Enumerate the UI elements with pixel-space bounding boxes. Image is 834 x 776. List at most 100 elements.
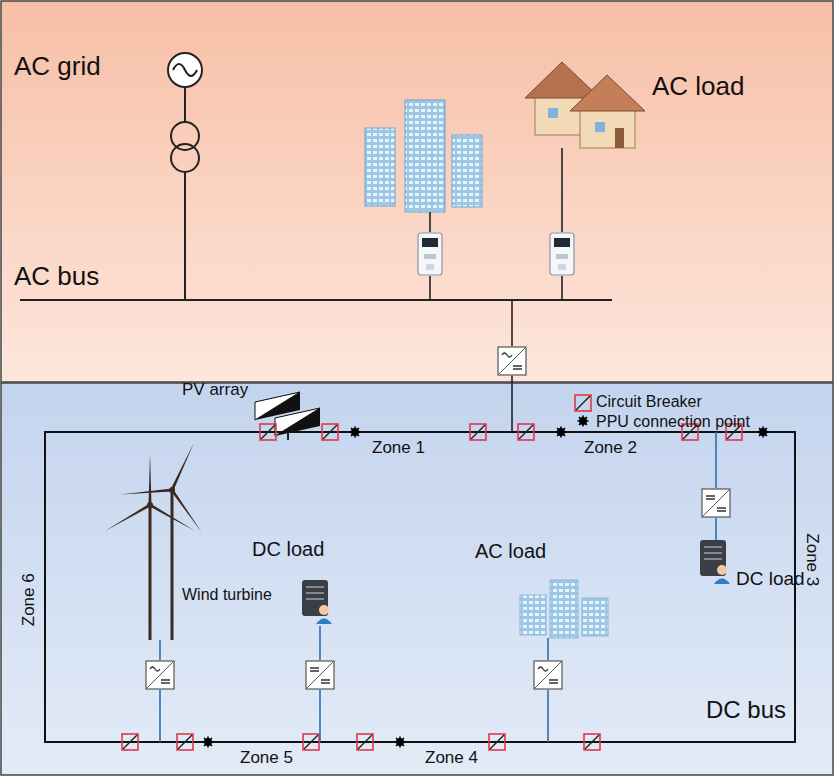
- use-shape: [584, 734, 600, 750]
- dc-load-right: [700, 432, 730, 584]
- ac-load-bottom: [520, 580, 608, 742]
- path-shape: [171, 489, 203, 533]
- load-label: DC load: [736, 568, 805, 590]
- path-shape: [104, 504, 151, 533]
- line-shape: [429, 212, 431, 232]
- use-shape: [395, 737, 406, 748]
- rect-shape: [595, 122, 605, 132]
- use-shape: [470, 424, 486, 440]
- line-shape: [429, 276, 431, 300]
- rect-shape: [548, 108, 558, 118]
- zone-label: Zone 5: [240, 748, 293, 768]
- use-shape: [534, 661, 562, 689]
- use-shape: [260, 424, 276, 440]
- legend-text: Circuit Breaker: [596, 393, 702, 411]
- rect-shape: [365, 128, 395, 206]
- circle-shape: [168, 53, 202, 87]
- rect-shape: [550, 580, 578, 638]
- use-shape: [518, 424, 534, 440]
- path-shape: [120, 489, 172, 497]
- use-shape: [177, 734, 193, 750]
- bus-label: DC bus: [706, 696, 786, 724]
- wind-turbines: [104, 424, 235, 742]
- grid-converter: [498, 300, 526, 432]
- use-shape: [146, 661, 174, 689]
- path-shape: [173, 64, 197, 76]
- g-shape: [104, 453, 196, 532]
- use-shape: [498, 347, 526, 375]
- line-shape: [319, 690, 321, 742]
- path-shape: [149, 453, 152, 505]
- use-shape: [306, 661, 334, 689]
- load-label: AC load: [475, 540, 546, 563]
- circle-shape: [147, 502, 153, 508]
- load-label: DC load: [252, 538, 324, 561]
- line-shape: [171, 490, 174, 640]
- use-shape: [302, 580, 332, 624]
- dc-bus-ring: [45, 432, 795, 742]
- line-shape: [715, 518, 717, 540]
- line-shape: [511, 300, 513, 346]
- line-shape: [561, 276, 563, 300]
- use-shape: [322, 424, 338, 440]
- use-shape: [702, 489, 730, 517]
- legend-text: PPU connection point: [596, 413, 750, 431]
- rect-shape: [405, 100, 445, 212]
- use-shape: [489, 734, 505, 750]
- rect-shape: [452, 135, 482, 207]
- line-shape: [561, 148, 563, 232]
- rect-shape: [582, 598, 608, 636]
- use-shape: [758, 427, 769, 438]
- bus-label: AC bus: [14, 262, 99, 292]
- turbine-label: Wind turbine: [182, 586, 272, 604]
- use-shape: [578, 416, 589, 427]
- ac-grid-source: [168, 53, 202, 122]
- line-shape: [511, 376, 513, 432]
- line-shape: [149, 505, 152, 640]
- line-shape: [159, 640, 161, 660]
- use-shape: [357, 734, 373, 750]
- rect-shape: [520, 595, 546, 635]
- line-shape: [184, 87, 186, 122]
- legend-samples: [575, 395, 591, 427]
- line-shape: [287, 432, 289, 440]
- use-shape: [575, 395, 591, 411]
- houses: [525, 62, 645, 300]
- dc-load-left: [302, 580, 334, 742]
- path-shape: [149, 504, 196, 533]
- line-shape: [547, 690, 549, 742]
- zone-label: Zone 3: [802, 534, 822, 587]
- line-shape: [715, 432, 717, 488]
- line-shape: [159, 690, 161, 742]
- rect-shape: [580, 108, 635, 148]
- line-shape: [547, 638, 549, 660]
- ppu-points: [203, 427, 769, 748]
- pv-label: PV array: [182, 380, 248, 400]
- path-shape: [171, 442, 196, 490]
- path-shape: [570, 75, 645, 111]
- use-shape: [203, 737, 214, 748]
- dc-region: [1, 383, 833, 775]
- circle-shape: [171, 144, 199, 172]
- line-shape: [184, 172, 186, 300]
- zone-label: Zone 4: [425, 748, 478, 768]
- circuit-breakers: [122, 424, 742, 750]
- use-shape: [303, 734, 319, 750]
- ac-region: [1, 1, 833, 382]
- zone-label: Zone 1: [372, 438, 425, 458]
- office-buildings: [365, 100, 482, 300]
- use-shape: [122, 734, 138, 750]
- smart-meter: [418, 233, 442, 275]
- source-label: AC grid: [14, 52, 101, 82]
- rect-shape: [615, 128, 624, 148]
- smart-meter: [550, 233, 574, 275]
- circle-shape: [171, 122, 199, 150]
- circle-shape: [168, 486, 176, 494]
- transformer-symbol: [171, 122, 199, 300]
- ac-bus-line: [20, 299, 612, 301]
- use-shape: [556, 427, 567, 438]
- zone-label: Zone 2: [584, 438, 637, 458]
- line-shape: [319, 626, 321, 660]
- load-label: AC load: [652, 72, 745, 102]
